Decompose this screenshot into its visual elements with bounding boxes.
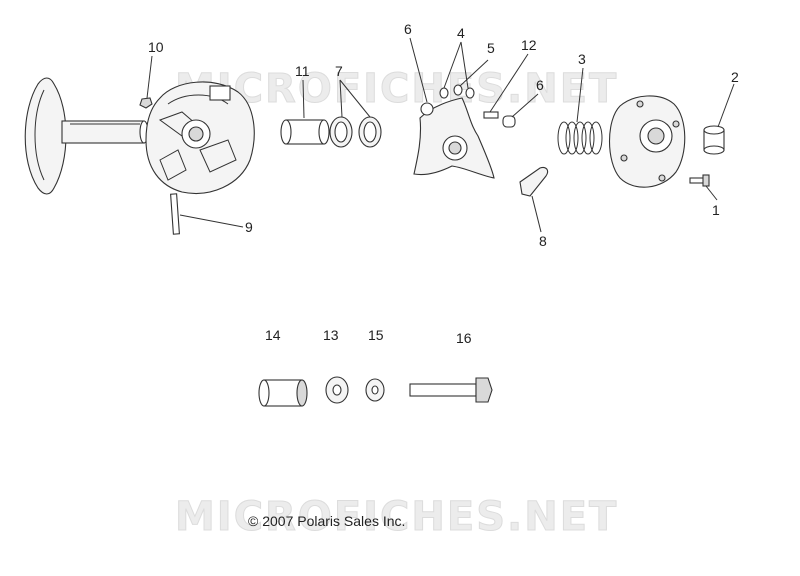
part-1-bolt	[689, 174, 710, 187]
callout-6-left: 6	[404, 21, 412, 37]
callout-11: 11	[295, 63, 310, 79]
callout-9: 9	[245, 219, 253, 235]
callout-16: 16	[456, 330, 472, 346]
callout-6-right: 6	[536, 77, 544, 93]
callout-4: 4	[457, 25, 465, 41]
spider-part	[413, 97, 495, 179]
part-6-roller-b	[502, 115, 516, 128]
part-14-spacer	[258, 379, 308, 407]
callout-7: 7	[335, 63, 343, 79]
watermark-bottom: MICROFICHES.NET	[175, 494, 618, 540]
copyright-text: © 2007 Polaris Sales Inc.	[248, 513, 405, 529]
callout-15: 15	[368, 327, 384, 343]
moveable-sheave-part	[24, 77, 149, 195]
part-13-washer	[325, 376, 349, 404]
callout-10: 10	[148, 39, 164, 55]
part-10-nut	[139, 97, 153, 109]
part-3-spring	[557, 121, 603, 155]
callout-3: 3	[578, 51, 586, 67]
part-9-pin	[170, 193, 180, 235]
callout-14: 14	[265, 327, 281, 343]
callout-5: 5	[487, 40, 495, 56]
part-16-bolt	[409, 377, 493, 403]
part-6-roller-a	[420, 102, 434, 116]
part-7-seals	[329, 116, 382, 148]
callout-8: 8	[539, 233, 547, 249]
callout-13: 13	[323, 327, 339, 343]
callout-1: 1	[712, 202, 720, 218]
clutch-housing-part	[145, 81, 255, 194]
part-8-weight	[519, 166, 549, 197]
clutch-cover-part	[608, 95, 686, 188]
leader-lines	[146, 37, 735, 233]
part-11-bushing	[280, 119, 330, 145]
callout-2: 2	[731, 69, 739, 85]
part-15-washer	[365, 378, 385, 402]
callout-12: 12	[521, 37, 537, 53]
part-12-pin	[483, 111, 499, 119]
part-2-bushing	[703, 125, 725, 155]
